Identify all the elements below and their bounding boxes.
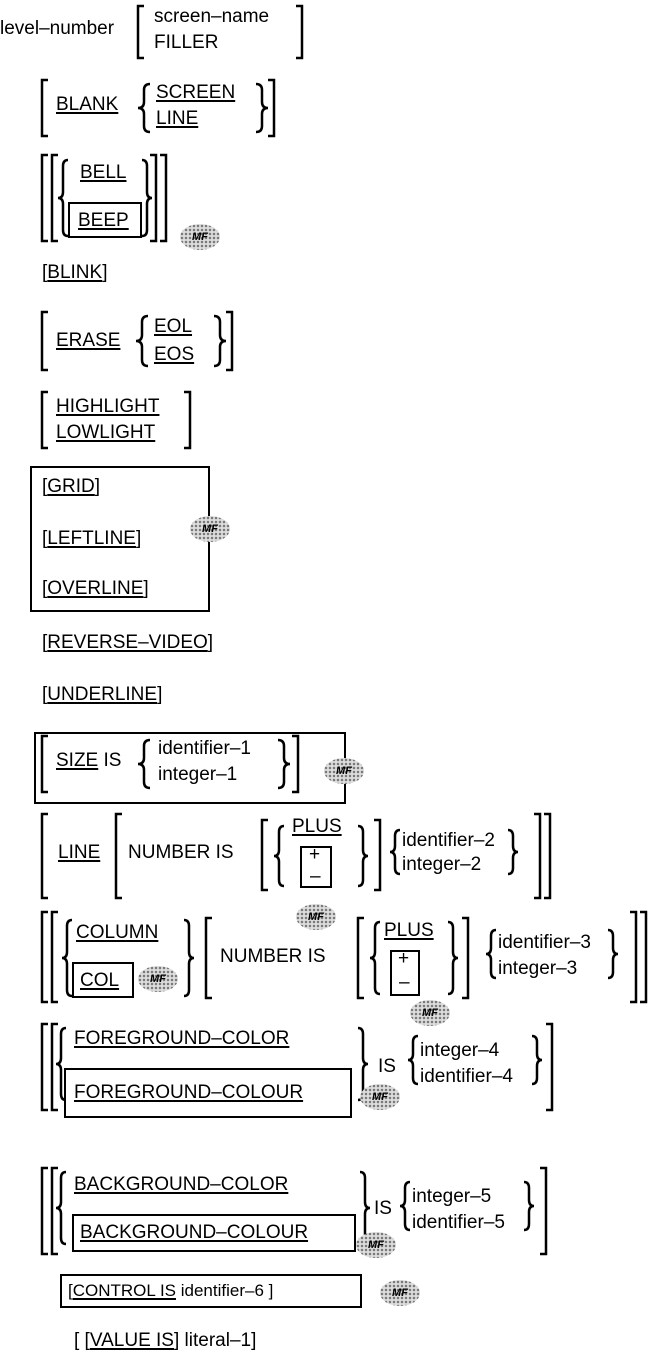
eos-keyword: EOS	[154, 344, 195, 365]
grid-keyword: GRID	[47, 476, 95, 497]
filler-keyword: FILLER	[154, 32, 219, 53]
mf-badge: MF	[296, 904, 336, 930]
plus-sign: +	[309, 844, 321, 865]
control-clause: [CONTROL IS identifier–6 ]	[68, 1281, 274, 1300]
line-number-keyword: LINE	[58, 842, 101, 863]
integer-4-label: integer–4	[420, 1040, 500, 1061]
is-keyword: IS	[374, 1198, 392, 1219]
foreground-colour-box	[64, 1068, 352, 1118]
sign-box	[390, 950, 420, 996]
integer-5-label: integer–5	[412, 1186, 492, 1207]
screen-name-label: screen–name	[154, 6, 270, 27]
control-box	[60, 1274, 362, 1308]
leftline-keyword: LEFTLINE	[47, 528, 136, 549]
reverse-video-clause: [REVERSE–VIDEO]	[42, 632, 214, 653]
mf-badge: MF	[180, 224, 220, 250]
control-keyword: CONTROL IS	[72, 1281, 177, 1300]
integer-1-label: integer–1	[158, 764, 238, 785]
identifier-2-label: identifier–2	[402, 830, 495, 851]
underline-keyword: UNDERLINE	[47, 684, 158, 705]
beep-keyword: BEEP	[78, 210, 129, 231]
reverse-video-keyword: REVERSE–VIDEO	[47, 632, 208, 653]
is-keyword: IS	[378, 1056, 396, 1077]
underline-clause: [UNDERLINE]	[42, 684, 163, 705]
foreground-color-keyword: FOREGROUND–COLOR	[74, 1028, 290, 1049]
identifier-4-label: identifier–4	[420, 1066, 513, 1087]
mf-badge: MF	[324, 758, 364, 784]
size-keyword: SIZE	[56, 750, 99, 771]
level-number-label: level–number	[0, 18, 115, 39]
plus-sign: +	[398, 948, 410, 969]
highlight-keyword: HIGHLIGHT	[56, 396, 160, 417]
literal-1-label: literal–1	[184, 1330, 252, 1351]
sign-box	[300, 846, 332, 888]
screen-keyword: SCREEN	[156, 82, 236, 103]
mf-badge: MF	[138, 966, 178, 992]
column-keyword: COLUMN	[76, 922, 159, 943]
line-keyword: LINE	[156, 108, 199, 129]
plus-keyword: PLUS	[292, 816, 342, 837]
overline-keyword: OVERLINE	[47, 578, 144, 599]
bell-keyword: BELL	[80, 162, 127, 183]
mf-badge: MF	[410, 1000, 450, 1026]
blink-keyword: BLINK	[47, 262, 103, 283]
number-is-label: NUMBER IS	[128, 842, 234, 863]
integer-3-label: integer–3	[498, 958, 578, 979]
identifier-1-label: identifier–1	[158, 738, 251, 759]
mf-badge: MF	[380, 1280, 420, 1306]
mf-badge: MF	[190, 516, 230, 542]
blink-clause: [BLINK]	[42, 262, 108, 283]
col-box	[72, 962, 134, 998]
number-is-label: NUMBER IS	[220, 946, 326, 967]
mf-badge: MF	[356, 1232, 396, 1258]
identifier-5-label: identifier–5	[412, 1212, 505, 1233]
mf-badge: MF	[360, 1084, 400, 1110]
lowlight-keyword: LOWLIGHT	[56, 422, 156, 443]
identifier-3-label: identifier–3	[498, 932, 591, 953]
minus-sign: –	[310, 866, 321, 887]
is-keyword: IS	[103, 750, 122, 771]
background-colour-keyword: BACKGROUND–COLOUR	[80, 1222, 309, 1243]
value-is-keyword: VALUE IS	[89, 1330, 174, 1351]
beep-box	[68, 202, 142, 238]
background-colour-box	[72, 1214, 356, 1252]
foreground-colour-keyword: FOREGROUND–COLOUR	[74, 1082, 304, 1103]
integer-2-label: integer–2	[402, 854, 482, 875]
blank-keyword: BLANK	[56, 94, 119, 115]
overline-clause: [OVERLINE]	[42, 578, 149, 599]
eol-keyword: EOL	[154, 316, 193, 337]
plus-keyword: PLUS	[384, 920, 434, 941]
minus-sign: –	[399, 972, 410, 993]
background-color-keyword: BACKGROUND–COLOR	[74, 1174, 289, 1195]
leftline-clause: [LEFTLINE]	[42, 528, 142, 549]
size-clause: SIZE IS	[56, 750, 121, 772]
identifier-6-label: identifier–6	[180, 1281, 264, 1300]
value-clause: [ [VALUE IS] literal–1]	[74, 1330, 257, 1351]
col-keyword: COL	[80, 970, 120, 991]
grid-clause: [GRID]	[42, 476, 101, 497]
erase-keyword: ERASE	[56, 330, 121, 351]
